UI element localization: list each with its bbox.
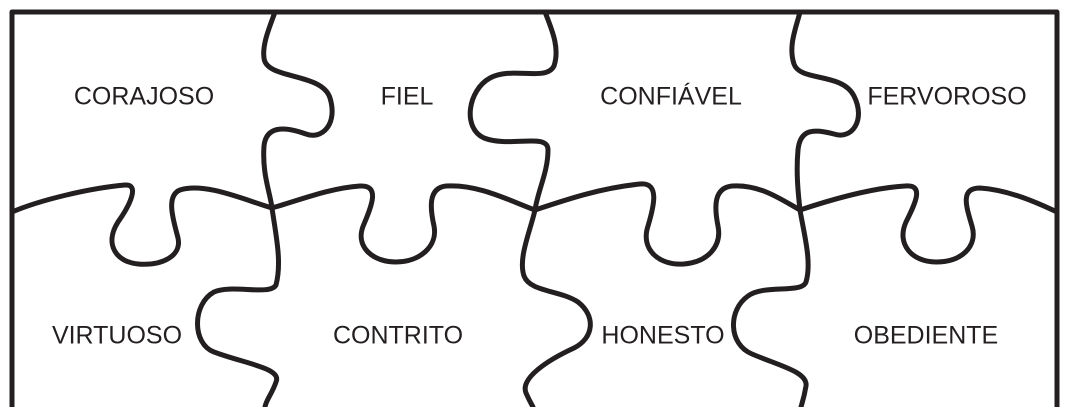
vertical-seam-2 [467,9,593,407]
vertical-seam-1 [195,9,335,407]
piece-label-honesto: HONESTO [601,321,725,350]
piece-label-obediente: OBEDIENTE [853,321,999,350]
piece-label-contrito: CONTRITO [332,321,464,350]
horizontal-seam [9,181,1060,267]
piece-label-virtuoso: VIRTUOSO [51,321,183,350]
piece-label-fervoroso: FERVOROSO [867,82,1027,111]
piece-label-corajoso: CORAJOSO [73,82,215,111]
piece-label-confiavel: CONFIÁVEL [600,82,742,111]
piece-label-fiel: FIEL [380,82,434,111]
vertical-seam-3 [731,9,861,407]
